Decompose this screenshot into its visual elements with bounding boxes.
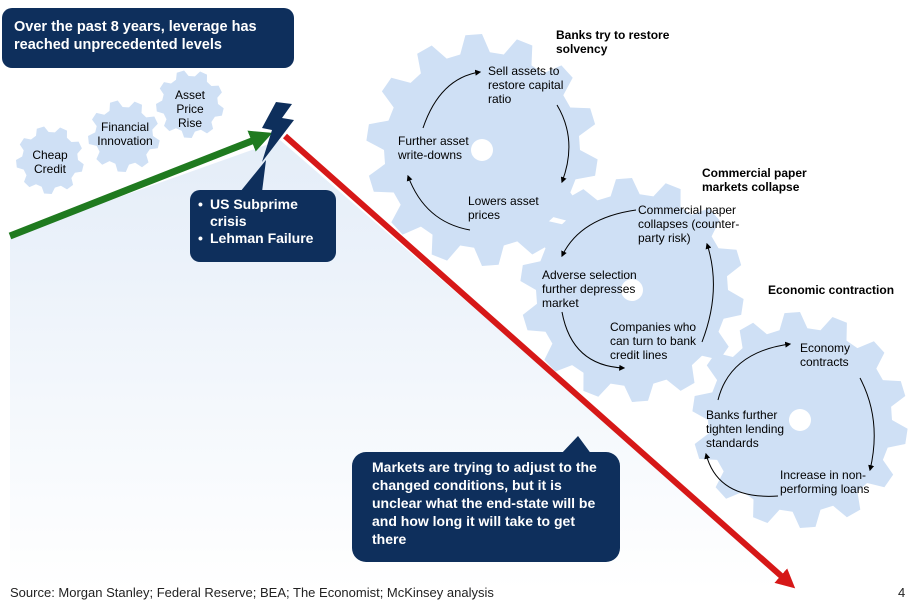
cycle-2-step-3: Adverse selection further depresses mark… — [542, 268, 637, 310]
conclusion-callout: Markets are trying to adjust to the chan… — [352, 452, 620, 562]
gear-label-asset-price-rise: Asset Price Rise — [174, 88, 205, 130]
small-gear-asset-price-rise — [156, 70, 224, 138]
source-note: Source: Morgan Stanley; Federal Reserve;… — [10, 585, 494, 600]
cycle-1-step-1: Sell assets to restore capital ratio — [488, 64, 564, 106]
cycle-2-arrows — [561, 209, 714, 371]
cycle-1-arrows — [406, 69, 570, 231]
cycle-3-gear-hub — [789, 409, 811, 431]
headline-text: Over the past 8 years, leverage has reac… — [14, 19, 257, 53]
deleveraging-arrow — [283, 133, 796, 589]
crisis-callout: US Subprime crisis Lehman Failure — [190, 190, 336, 262]
cycle-2-step-1: Commercial paper collapses (counter-part… — [638, 203, 740, 245]
page-number: 4 — [898, 585, 906, 600]
cycle-2-step-2: Companies who can turn to bank credit li… — [610, 320, 697, 362]
cycle-1-step-2: Lowers asset prices — [468, 194, 539, 222]
crisis-bullet-list: US Subprime crisis Lehman Failure — [198, 196, 328, 247]
headline-callout: Over the past 8 years, leverage has reac… — [2, 8, 294, 68]
crisis-bullet: US Subprime crisis — [198, 196, 328, 230]
cycle-1-step-3: Further asset write-downs — [398, 134, 469, 162]
crisis-callout-pointer — [240, 160, 266, 192]
leverage-rise-arrow — [8, 130, 273, 240]
crisis-bullet: Lehman Failure — [198, 230, 328, 247]
cycle-3-step-2: Increase in non-performing loans — [780, 468, 870, 496]
cycle-1-gear-hub — [471, 139, 493, 161]
cycle-3-arrows — [704, 341, 875, 497]
gear-label-financial-innovation: Financial Innovation — [97, 120, 153, 148]
cycle-3-title: Economic contraction — [768, 283, 895, 297]
conclusion-callout-pointer — [560, 436, 592, 455]
small-gear-cheap-credit — [16, 126, 84, 194]
cycle-2-gear-hub — [621, 279, 643, 301]
gear-label-cheap-credit: Cheap Credit — [32, 148, 68, 176]
cycle-3-step-3: Banks further tighten lending standards — [706, 408, 785, 450]
cycle-1-title: Banks try to restore solvency — [556, 28, 670, 56]
cycle-2-title: Commercial paper markets collapse — [702, 166, 807, 194]
small-gear-financial-innovation — [88, 100, 160, 172]
cycle-3-step-1: Economy contracts — [800, 341, 851, 369]
lightning-icon — [262, 102, 294, 162]
conclusion-text: Markets are trying to adjust to the chan… — [372, 459, 597, 547]
